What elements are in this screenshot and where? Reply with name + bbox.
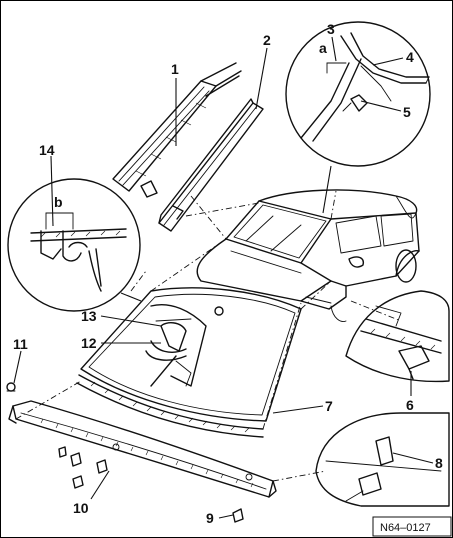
dimension-b-label: b (54, 194, 63, 210)
callout-8: 8 (435, 455, 443, 471)
callout-2: 2 (263, 32, 271, 48)
callout-1: 1 (171, 61, 179, 77)
callout-9: 9 (206, 510, 214, 526)
detail-center (145, 304, 207, 387)
assembly-lines (15, 190, 402, 482)
detail-circle-left (7, 178, 142, 312)
clip-9 (232, 508, 244, 523)
detail-circle-top (285, 21, 431, 214)
callout-7: 7 (325, 398, 333, 414)
callout-6: 6 (406, 397, 414, 413)
detail-right-6 (345, 290, 450, 383)
callout-10: 10 (73, 500, 89, 516)
callout-12: 12 (81, 335, 97, 351)
detail-bottom-right-8 (315, 412, 450, 507)
callout-5: 5 (403, 104, 411, 120)
callout-3: 3 (327, 21, 335, 37)
callout-4: 4 (406, 49, 414, 65)
reference-code: N64–0127 (380, 522, 431, 534)
callout-13: 13 (81, 308, 97, 324)
callout-14: 14 (39, 142, 55, 158)
callout-11: 11 (13, 336, 28, 352)
reference-code-box: N64–0127 (372, 516, 452, 537)
callout-labels: 1 2 3 4 5 6 7 8 9 10 11 12 13 14 a b (13, 21, 443, 526)
car-body (196, 189, 420, 322)
cowl-panel (8, 400, 277, 498)
windshield-glass (76, 287, 302, 438)
clip-11 (6, 382, 16, 392)
dimension-a-label: a (319, 40, 327, 56)
trim-rail-1 (112, 62, 242, 198)
molding-strip-2 (158, 98, 264, 232)
callout-leaders (13, 36, 434, 519)
